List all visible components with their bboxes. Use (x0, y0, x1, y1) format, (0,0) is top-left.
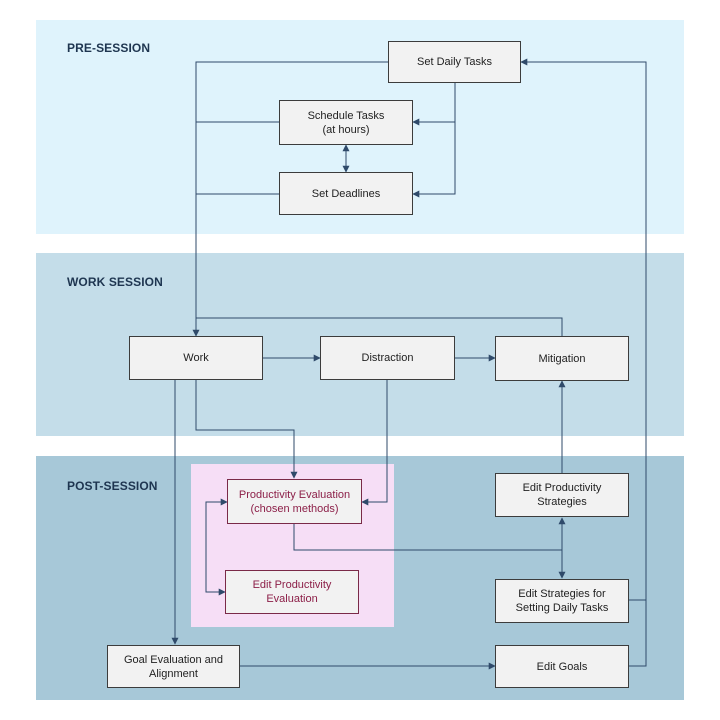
work-session-title: WORK SESSION (67, 275, 163, 289)
node-goal-evaluation: Goal Evaluation and Alignment (107, 645, 240, 688)
node-productivity-evaluation: Productivity Evaluation (chosen methods) (227, 479, 362, 524)
post-session-title: POST-SESSION (67, 479, 158, 493)
node-mitigation: Mitigation (495, 336, 629, 381)
pre-session-title: PRE-SESSION (67, 41, 151, 55)
node-edit-strategies-daily-tasks: Edit Strategies for Setting Daily Tasks (495, 579, 629, 623)
node-set-deadlines: Set Deadlines (279, 172, 413, 215)
node-set-daily-tasks: Set Daily Tasks (388, 41, 521, 83)
node-work: Work (129, 336, 263, 380)
node-schedule-tasks: Schedule Tasks (at hours) (279, 100, 413, 145)
node-distraction: Distraction (320, 336, 455, 380)
node-edit-productivity-strategies: Edit Productivity Strategies (495, 473, 629, 517)
node-edit-productivity-evaluation: Edit Productivity Evaluation (225, 570, 359, 614)
node-edit-goals: Edit Goals (495, 645, 629, 688)
